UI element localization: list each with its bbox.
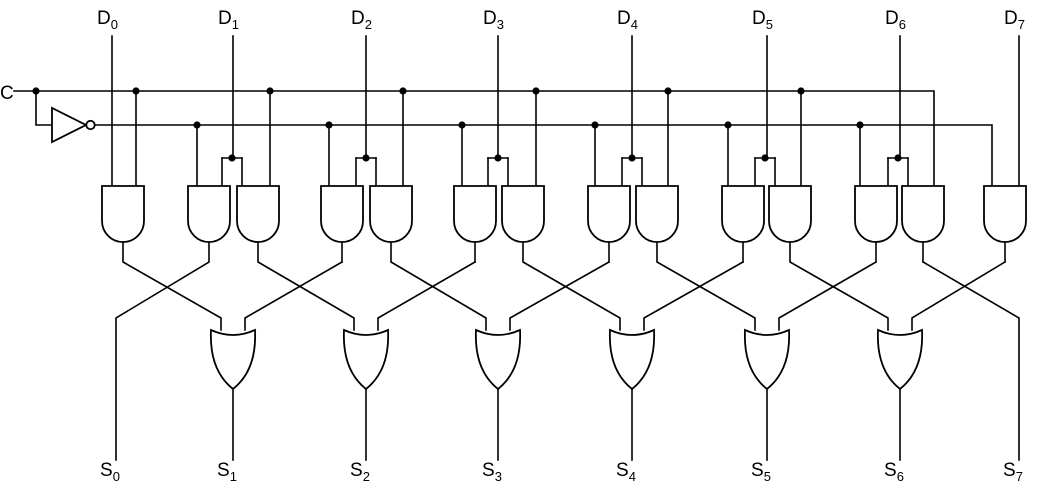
and-to-or bbox=[643, 260, 745, 331]
wires bbox=[13, 35, 1020, 461]
junction-dot bbox=[266, 87, 274, 95]
and-gate bbox=[854, 185, 898, 243]
and-to-s0 bbox=[115, 241, 210, 461]
output-label-4: S4 bbox=[616, 460, 636, 484]
output-label-6: S6 bbox=[884, 460, 904, 484]
and-to-or bbox=[509, 260, 611, 331]
and-gate bbox=[587, 185, 631, 243]
and-to-or bbox=[789, 241, 889, 331]
or-gate bbox=[474, 328, 522, 391]
and-gate bbox=[901, 185, 945, 243]
input-label-0: D0 bbox=[97, 8, 118, 32]
input-label-2: D2 bbox=[351, 8, 372, 32]
junction-dot bbox=[362, 154, 370, 162]
control-to-inverter bbox=[35, 90, 53, 126]
output-label-2: S2 bbox=[350, 460, 370, 484]
and-to-or bbox=[122, 241, 222, 331]
output-label-3: S3 bbox=[482, 460, 502, 484]
input-label-3: D3 bbox=[483, 8, 504, 32]
junction-dot bbox=[797, 87, 805, 95]
and-gate bbox=[369, 185, 413, 243]
inverter-bubble bbox=[85, 119, 96, 131]
junction-dot bbox=[193, 121, 201, 129]
and-to-or bbox=[257, 241, 355, 331]
input-label-7: D7 bbox=[1004, 8, 1025, 32]
or-gate bbox=[342, 328, 390, 391]
junction-dot bbox=[458, 121, 466, 129]
input-label-1: D1 bbox=[218, 8, 239, 32]
junction-dot bbox=[532, 87, 540, 95]
inverter-gate bbox=[51, 106, 89, 144]
and-to-or bbox=[656, 241, 756, 331]
junction-dot bbox=[494, 154, 502, 162]
and-to-s7 bbox=[921, 260, 1020, 461]
and-gate bbox=[768, 185, 812, 243]
input-label-5: D5 bbox=[752, 8, 773, 32]
control-line bbox=[13, 90, 935, 187]
junction-dot bbox=[132, 87, 140, 95]
junction-dots bbox=[32, 87, 902, 162]
output-label-1: S1 bbox=[217, 460, 237, 484]
junction-dot bbox=[856, 121, 864, 129]
and-gate bbox=[501, 185, 545, 243]
output-label-0: S0 bbox=[100, 460, 120, 484]
or-gate bbox=[743, 328, 791, 391]
junction-dot bbox=[228, 154, 236, 162]
and-to-or bbox=[390, 241, 487, 331]
junction-dot bbox=[628, 154, 636, 162]
and-to-or bbox=[522, 241, 621, 331]
gates bbox=[51, 106, 1027, 391]
or-gate bbox=[876, 328, 924, 391]
and-to-or bbox=[911, 260, 1007, 331]
junction-dot bbox=[325, 121, 333, 129]
or-gate bbox=[608, 328, 656, 391]
and-to-or bbox=[377, 260, 477, 331]
junction-dot bbox=[894, 154, 902, 162]
junction-dot bbox=[724, 121, 732, 129]
and-gate bbox=[983, 185, 1027, 243]
junction-dot bbox=[399, 87, 407, 95]
and-gate bbox=[187, 185, 231, 243]
output-label-5: S5 bbox=[751, 460, 771, 484]
junction-dot bbox=[32, 87, 40, 95]
and-gate bbox=[453, 185, 497, 243]
and-gate bbox=[101, 185, 145, 243]
and-to-or bbox=[778, 260, 878, 331]
junction-dot bbox=[591, 121, 599, 129]
and-gate bbox=[236, 185, 280, 243]
control-complement-line bbox=[94, 124, 993, 187]
and-to-or bbox=[244, 260, 344, 331]
input-label-4: D4 bbox=[617, 8, 638, 32]
and-gate bbox=[721, 185, 765, 243]
control-label: C bbox=[0, 83, 14, 104]
output-label-7: S7 bbox=[1003, 460, 1023, 484]
or-gate bbox=[209, 328, 257, 391]
and-gate bbox=[320, 185, 364, 243]
junction-dot bbox=[664, 87, 672, 95]
and-gate bbox=[635, 185, 679, 243]
junction-dot bbox=[761, 154, 769, 162]
input-label-6: D6 bbox=[885, 8, 906, 32]
